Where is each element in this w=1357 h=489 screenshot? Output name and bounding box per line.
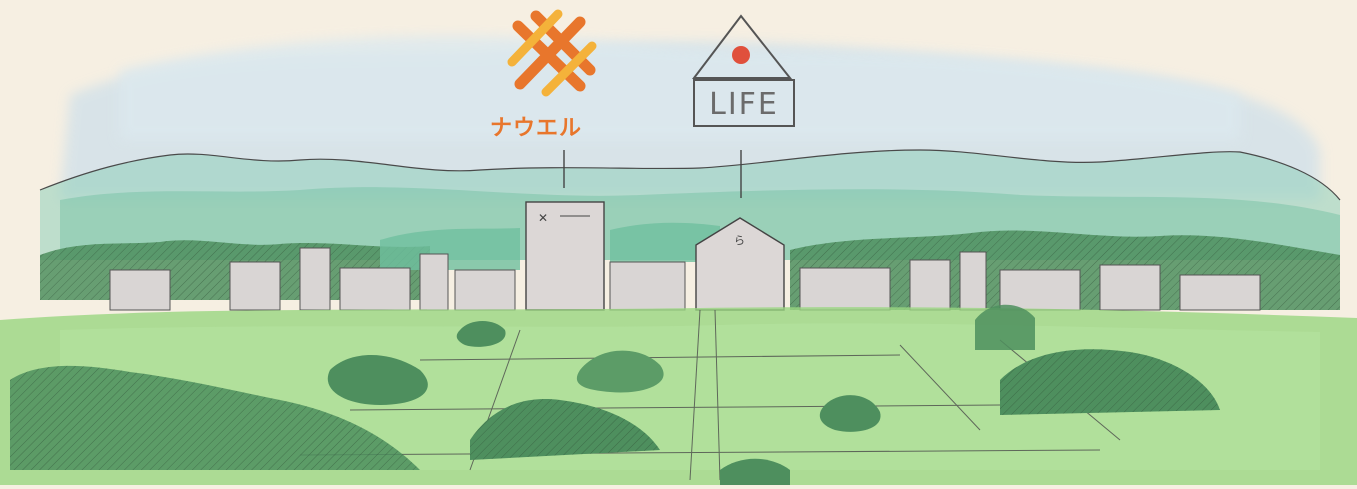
- foreground-trees: [10, 304, 1220, 485]
- svg-text:ら: ら: [734, 234, 745, 247]
- town-buildings: [109, 247, 1261, 311]
- nauel-building: ✕: [525, 150, 605, 311]
- life-logo-icon: [691, 14, 795, 127]
- svg-text:✕: ✕: [538, 211, 548, 225]
- life-logo-text: LIFE: [709, 87, 779, 122]
- nauel-logo-icon: [507, 9, 597, 97]
- life-building: ら: [695, 150, 785, 311]
- nauel-logo-text: ナウエル: [490, 116, 583, 141]
